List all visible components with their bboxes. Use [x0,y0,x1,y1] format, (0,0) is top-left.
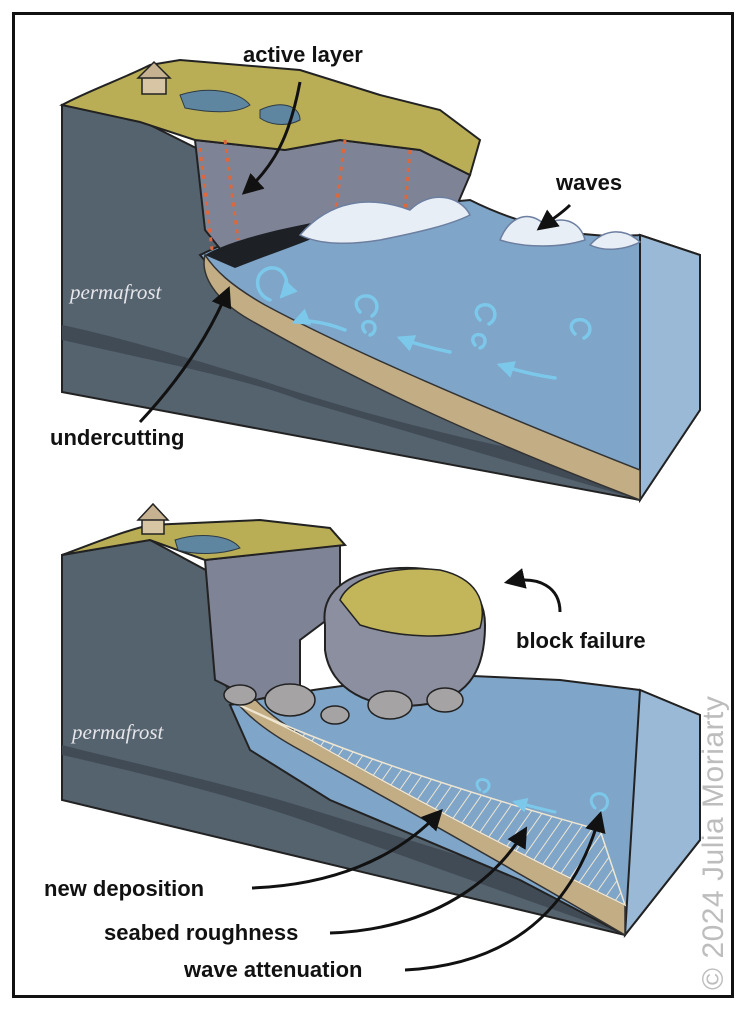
bottom-pond [174,535,241,554]
new-deposition-arrow [251,808,443,890]
waves-arrow [536,203,572,231]
wave-attenuation-label: wave attenuation [184,957,363,982]
failed-block [323,566,487,707]
top-water-side [639,233,701,504]
block-failure-arrow [503,568,562,613]
wave-attenuation-arrow [404,810,606,972]
debris-boulders [223,683,464,725]
bottom-deep-layer [62,745,625,935]
seabed-roughness-label: seabed roughness [104,920,299,945]
top-current-arrows [255,266,592,380]
new-deposition-label: new deposition [44,876,205,901]
permafrost-label-top: permafrost [70,280,162,304]
bottom-cliff [203,543,341,702]
pointer-arrows [138,81,606,972]
undercutting-label: undercutting [50,425,185,450]
active-layer-dashes [198,139,412,251]
active-layer-arrow [241,81,302,195]
permafrost-label-bottom: permafrost [72,720,164,744]
top-sediment [203,253,641,502]
bottom-current-arrows [475,778,609,814]
top-house-icon [136,60,172,95]
block-failure-label: block failure [516,628,646,653]
breaking-waves [298,196,642,250]
active-layer-label: active layer [243,42,363,67]
seabed-roughness-arrow [329,826,528,935]
top-deep-layer [62,325,640,500]
bottom-house-icon [136,502,170,535]
bottom-water-side [623,688,701,939]
new-deposition-wedge [229,699,627,907]
waves-label: waves [556,170,623,195]
undercutting-arrow [138,286,232,424]
top-ponds [179,89,301,125]
copyright-credit: © 2024 Julia Moriarty [697,695,730,990]
top-block [59,58,701,504]
bottom-block [61,502,701,939]
